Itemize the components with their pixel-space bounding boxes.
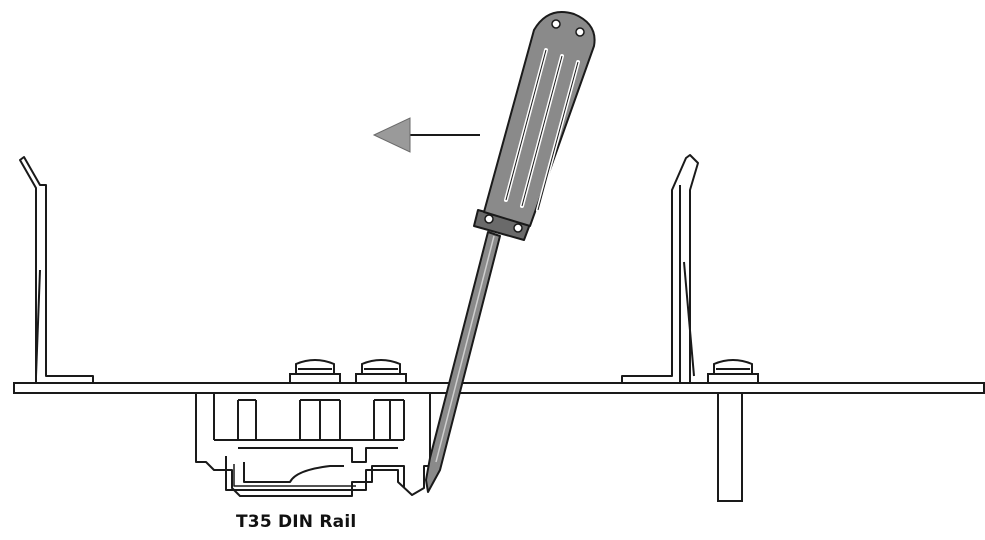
din-rail-caption: T35 DIN Rail <box>236 512 357 532</box>
screw-3 <box>707 359 759 384</box>
din-rail-clip <box>195 392 431 497</box>
standoff-post <box>717 392 743 502</box>
left-bracket <box>19 156 94 384</box>
screwdriver-icon <box>425 11 596 493</box>
arrow-left-icon <box>372 117 480 153</box>
mounting-plate <box>13 382 985 394</box>
screw-1 <box>289 359 341 384</box>
screw-2 <box>355 359 407 384</box>
right-bracket <box>621 154 699 384</box>
